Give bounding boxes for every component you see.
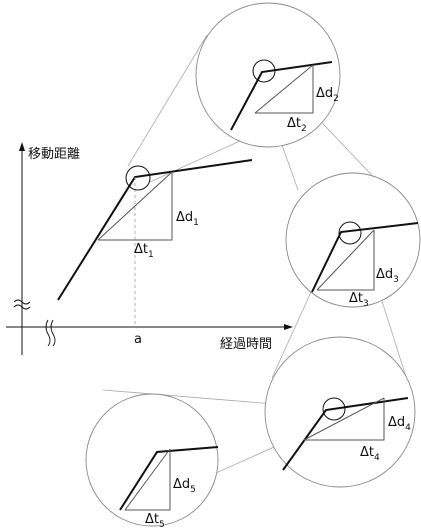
zoom-5-secant xyxy=(124,448,171,511)
x-axis-break-icon xyxy=(45,319,56,347)
zoom-circle-2 xyxy=(195,2,341,148)
y-axis-label: 移動距離 xyxy=(28,147,80,162)
zoom-3-curve xyxy=(311,222,419,293)
y-axis-arrow-icon xyxy=(19,142,25,151)
zoom-4-triangle xyxy=(304,398,385,441)
delta-triangle xyxy=(98,172,173,241)
zoom-3-delta-t-label: Δt3 xyxy=(349,291,369,309)
zoom-5-triangle xyxy=(125,449,171,511)
x-axis-arrow-icon xyxy=(284,324,293,330)
zoom-2-delta-t-label: Δt2 xyxy=(287,116,307,134)
zoom-2-secant xyxy=(254,64,314,114)
zoom-5-delta-t-label: Δt5 xyxy=(145,512,165,530)
main-delta-d-label: Δd1 xyxy=(176,210,199,228)
zoom-3-focus-circle xyxy=(338,221,362,245)
x-marker-label: a xyxy=(134,332,142,347)
zoom-2-focus-circle xyxy=(252,59,276,83)
zoom-3-delta-d-label: Δd3 xyxy=(376,267,399,285)
zoom-circle-5 xyxy=(85,393,219,527)
main-curve xyxy=(57,159,253,327)
zoom-circle-3-border xyxy=(285,172,421,308)
zoom-circle-2-border xyxy=(195,2,341,148)
zoom-4-delta-d-label: Δd4 xyxy=(388,415,411,433)
main-axes xyxy=(6,142,293,355)
zoom-circle-4-border xyxy=(264,336,416,488)
main-delta-t-label: Δt1 xyxy=(134,242,154,260)
zoom-4-delta-t-label: Δt4 xyxy=(360,445,380,463)
zoom-3-triangle xyxy=(317,230,375,291)
zoom-circle-3 xyxy=(285,172,421,308)
zoom-focus-circle xyxy=(125,165,151,191)
zoom-2-triangle xyxy=(255,65,314,114)
zoom-5-curve xyxy=(119,446,219,511)
zoom-4-secant xyxy=(303,397,385,441)
zoom-5-delta-d-label: Δd5 xyxy=(173,477,196,495)
connector-1a xyxy=(127,34,208,167)
zoom-4-focus-circle xyxy=(322,397,346,421)
zoom-circle-4 xyxy=(264,336,416,488)
x-axis-label: 経過時間 xyxy=(220,337,272,352)
zoom-4-curve xyxy=(282,397,409,471)
zoom-2-curve xyxy=(230,61,333,131)
secant-line xyxy=(97,171,173,241)
zoom-2-delta-d-label: Δd2 xyxy=(316,86,339,104)
distance-curve xyxy=(57,159,253,301)
zoom-3-secant xyxy=(316,229,375,291)
y-axis-break-icon xyxy=(13,299,31,310)
